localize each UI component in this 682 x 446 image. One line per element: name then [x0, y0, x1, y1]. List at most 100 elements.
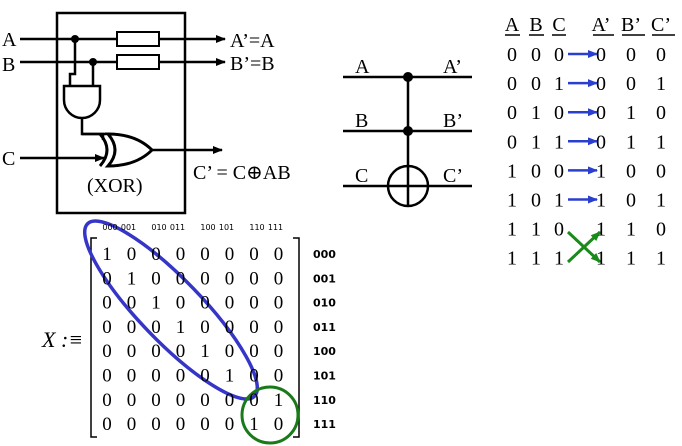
matrix-column-label: 011: [170, 223, 185, 232]
truth-cell-in: 1: [554, 73, 564, 95]
matrix-cell: 0: [176, 414, 186, 435]
truth-header-in: A: [505, 14, 520, 36]
toffoli-label-a: A: [355, 56, 370, 78]
matrix-row-label: 100: [313, 345, 336, 358]
truth-cell-out: 1: [596, 219, 606, 241]
matrix-cell: 0: [176, 366, 186, 387]
truth-cell-out: 1: [626, 102, 636, 124]
truth-cell-in: 1: [507, 248, 517, 270]
matrix-left-bracket: [90, 237, 97, 438]
truth-cell-out: 1: [626, 219, 636, 241]
matrix-cell: 0: [176, 293, 186, 314]
control-dot-a: [403, 72, 413, 82]
matrix-cell: 1: [249, 414, 259, 435]
truth-cell-in: 1: [507, 190, 517, 212]
matrix-column-label: 010: [151, 223, 166, 232]
matrix-cell: 0: [274, 293, 284, 314]
matrix-column-label: 111: [268, 223, 283, 232]
truth-cell-in: 0: [554, 44, 564, 66]
matrix-cell: 0: [127, 293, 137, 314]
matrix-cell: 0: [225, 390, 235, 411]
truth-cell-out: 0: [626, 73, 636, 95]
matrix-row-label: 010: [313, 297, 336, 310]
matrix-cell: 0: [127, 341, 137, 362]
matrix-cell: 0: [151, 341, 161, 362]
truth-cell-out: 0: [596, 102, 606, 124]
matrix-cell: 0: [127, 244, 137, 265]
matrix-cell: 0: [127, 317, 137, 338]
matrix-column-label: 100: [200, 223, 215, 232]
and-output-wire: [80, 118, 105, 140]
matrix-cell: 0: [102, 366, 112, 387]
xor-gate: [104, 132, 155, 168]
matrix-cell: 0: [249, 341, 259, 362]
matrix-cell: 0: [274, 317, 284, 338]
matrix-cell: 0: [151, 414, 161, 435]
truth-cell-out: 1: [626, 248, 636, 270]
matrix-cell: 1: [225, 366, 235, 387]
output-b-label: B’=B: [230, 53, 275, 75]
xor-back-curve: [98, 133, 109, 167]
gate-circuit: A B C (XOR) A’=A B’=B C’ = C⊕AB: [2, 11, 291, 215]
toffoli-label-c-out: C’: [443, 165, 463, 187]
truth-cell-out: 1: [596, 160, 606, 182]
truth-cell-out: 0: [626, 44, 636, 66]
matrix-cell: 0: [225, 244, 235, 265]
truth-cell-in: 0: [507, 131, 517, 153]
input-a-label: A: [2, 29, 17, 51]
truth-header-out: A’: [592, 14, 611, 36]
matrix-cell: 0: [225, 341, 235, 362]
truth-cell-in: 1: [531, 102, 541, 124]
matrix-column-label: 000: [102, 223, 117, 232]
matrix-column-label: 001: [121, 223, 136, 232]
swap-block-circle: [240, 385, 300, 445]
gate-box: [55, 11, 187, 215]
matrix-cell: 0: [200, 366, 210, 387]
matrix-cell: 0: [274, 244, 284, 265]
matrix-cell: 0: [274, 341, 284, 362]
matrix-column-label: 110: [249, 223, 264, 232]
target-oplus: [386, 164, 430, 208]
matrix-cell: 0: [225, 293, 235, 314]
truth-cell-in: 1: [531, 219, 541, 241]
matrix-cell: 0: [200, 244, 210, 265]
matrix-label: X :≡: [41, 327, 83, 352]
matrix-cell: 0: [249, 244, 259, 265]
matrix-row-label: 001: [313, 272, 336, 285]
matrix-cell: 0: [225, 317, 235, 338]
matrix-cell: 0: [102, 293, 112, 314]
matrix-cell: 0: [127, 390, 137, 411]
truth-cell-out: 1: [656, 190, 666, 212]
matrix-cell: 0: [225, 268, 235, 289]
truth-cell-in: 1: [507, 160, 517, 182]
truth-cell-in: 0: [507, 73, 517, 95]
matrix-cell: 1: [151, 293, 161, 314]
matrix-cell: 0: [200, 268, 210, 289]
matrix-cell: 0: [127, 414, 137, 435]
truth-cell-out: 0: [656, 44, 666, 66]
matrix-cell: 0: [102, 268, 112, 289]
truth-cell-in: 1: [554, 190, 564, 212]
matrix-column-label: 101: [219, 223, 234, 232]
truth-cell-in: 0: [531, 73, 541, 95]
matrix-right-bracket: [293, 237, 300, 438]
toffoli-label-b-out: B’: [443, 110, 463, 132]
matrix-cell: 0: [176, 244, 186, 265]
truth-cell-in: 0: [554, 160, 564, 182]
truth-cell-in: 1: [531, 131, 541, 153]
truth-cell-in: 0: [554, 219, 564, 241]
matrix-row-label: 110: [313, 394, 336, 407]
truth-cell-in: 0: [507, 44, 517, 66]
matrix-cell: 0: [249, 293, 259, 314]
truth-cell-out: 0: [656, 160, 666, 182]
matrix-cell: 0: [274, 414, 284, 435]
matrix-cell: 0: [249, 390, 259, 411]
matrix-row-label: 111: [313, 418, 336, 431]
matrix-cell: 0: [274, 366, 284, 387]
branch-a: [68, 39, 77, 86]
truth-cell-out: 0: [596, 73, 606, 95]
truth-cell-in: 1: [554, 131, 564, 153]
truth-cell-in: 1: [531, 248, 541, 270]
truth-cell-out: 0: [596, 131, 606, 153]
